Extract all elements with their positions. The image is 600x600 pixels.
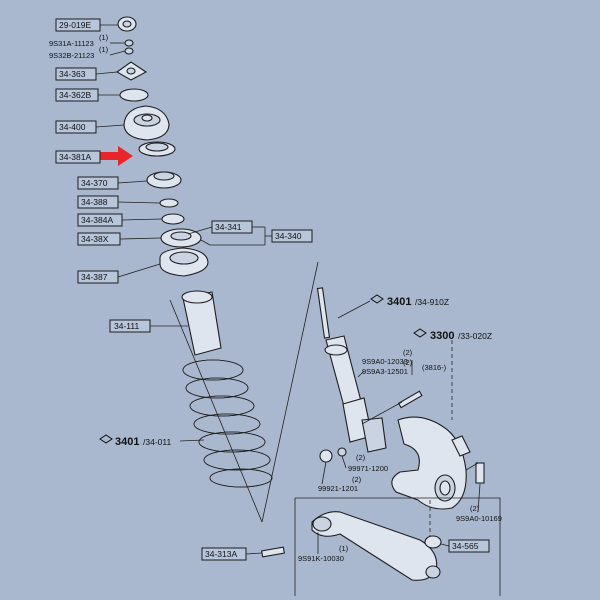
label-9s9a0-12033: 9S9A0-12033 [362, 357, 408, 366]
nut-lower [124, 47, 134, 55]
label-99971-qty: (2) [356, 453, 366, 462]
exploded-strut-stack [115, 16, 319, 523]
book-reference-icon [370, 294, 384, 304]
label-9s31a: 9S31A-11123 [49, 39, 94, 48]
ref-34-011: /34-011 [143, 437, 171, 447]
red-arrow-icon [100, 146, 133, 166]
label-99971-1200: 99971-1200 [348, 464, 388, 473]
label-34-565: 34-565 [452, 541, 479, 551]
label-34-340: 34-340 [275, 231, 302, 241]
washer-99971 [337, 447, 347, 457]
label-9s91k-10030: 9S91K-10030 [298, 554, 344, 563]
label-99921-qty: (2) [352, 475, 362, 484]
label-34-111: 34-111 [114, 321, 139, 331]
label-9s9a0-10169-qty: (2) [470, 504, 480, 513]
label-9s32b-qty: (1) [99, 45, 109, 54]
ref-34-910z: /34-910Z [415, 297, 449, 307]
book-reference-icon [413, 328, 427, 338]
ref-3300: 3300 [430, 330, 454, 342]
steering-knuckle [391, 416, 471, 510]
label-34-362b: 34-362B [59, 90, 91, 100]
bolt-9s9a0 [397, 390, 423, 409]
bolt-34-313a [261, 546, 285, 558]
ball-joint [424, 535, 442, 549]
book-reference-icon [99, 434, 113, 444]
label-9s91k-qty: (1) [339, 544, 349, 553]
ref-3401-top: 3401 [387, 296, 411, 308]
strut-bracket [361, 417, 387, 453]
label-box-34-340 [271, 229, 313, 243]
label-99921-1201: 99921-1201 [318, 484, 358, 493]
assembled-strut [316, 287, 387, 453]
label-box-34-381a [55, 150, 101, 164]
ref-33-020z: /33-020Z [458, 331, 492, 341]
part-labels: 29-019E 9S31A-11123 (1) 9S32B-21123 (1) … [49, 18, 502, 563]
label-34-400: 34-400 [59, 122, 86, 132]
label-34-370: 34-370 [81, 178, 108, 188]
label-34-341: 34-341 [215, 222, 242, 232]
label-9s9a0-10169: 9S9A0-10169 [456, 514, 502, 523]
label-3816: (3816-) [422, 363, 447, 372]
ref-3401-left: 3401 [115, 436, 139, 448]
bolt-9s9a0-10169 [475, 462, 485, 484]
label-34-381a: 34-381A [59, 152, 91, 162]
label-9s9a0-qty: (2) [403, 348, 413, 357]
label-34-313a: 34-313A [205, 549, 237, 559]
label-34-363: 34-363 [59, 69, 86, 79]
nut-top [124, 39, 134, 47]
label-9s31a-qty: (1) [99, 33, 109, 42]
label-34-387: 34-387 [81, 272, 108, 282]
label-9s32b: 9S32B-21123 [49, 51, 94, 60]
lower-arm-group [261, 497, 501, 596]
nut-99921 [319, 449, 333, 463]
label-34-38x: 34-38X [81, 234, 109, 244]
coil-spring [182, 359, 273, 488]
label-34-388: 34-388 [81, 197, 108, 207]
washer-384a [161, 213, 185, 225]
label-34-384a: 34-384A [81, 215, 113, 225]
mount-plate [119, 88, 149, 102]
label-9s9a3-12501: 9S9A3-12501 [362, 367, 408, 376]
label-9s9a3-qty: (2) [403, 358, 413, 367]
washer-388 [159, 198, 179, 208]
label-29-019e: 29-019E [59, 20, 91, 30]
